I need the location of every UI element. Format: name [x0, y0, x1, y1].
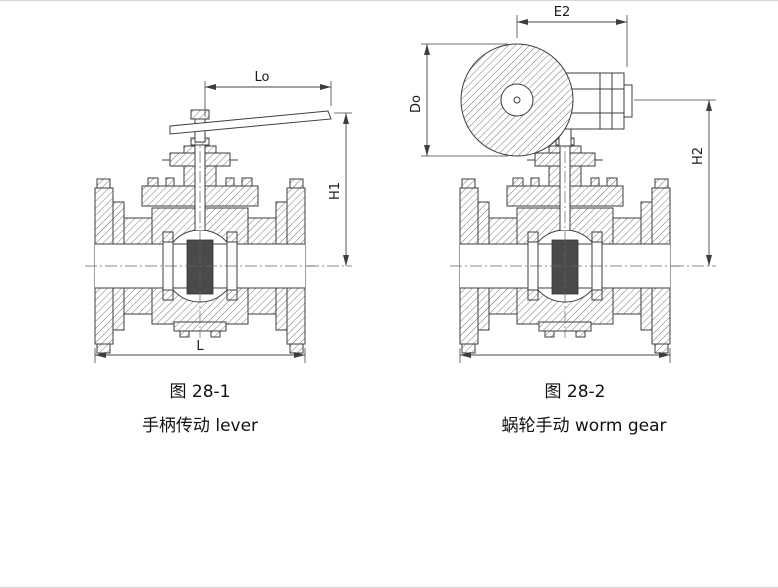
figure-1-number: 图 28-1	[170, 382, 231, 402]
valve-body	[449, 130, 681, 354]
figure-2-number: 图 28-2	[545, 382, 606, 402]
dimension-h2: H2	[634, 99, 716, 267]
handwheel	[460, 43, 574, 157]
figure-1-caption: 手柄传动 lever	[142, 416, 258, 436]
dim-label-l: L	[196, 339, 204, 354]
dimension-h1: H1	[307, 112, 352, 267]
valve-body	[84, 130, 316, 354]
figure-2-worm-gear-valve: E2 Do H2 图 28-2 蜗轮手动 worm gear	[409, 5, 716, 436]
dim-label-h2: H2	[691, 147, 706, 165]
valve-2-assembly	[449, 43, 681, 354]
figure-2-caption: 蜗轮手动 worm gear	[501, 416, 666, 436]
valve-1-assembly	[84, 109, 332, 354]
dimension-bottom-length	[459, 348, 671, 363]
lever-handle	[169, 110, 332, 135]
figure-1-lever-valve: Lo H1 L 图 28-1 手柄传动 lever	[84, 70, 352, 436]
dim-label-lo: Lo	[255, 70, 270, 85]
dimension-do: Do	[409, 43, 508, 157]
handwheel-hub	[500, 83, 534, 117]
dimension-e2: E2	[516, 5, 628, 67]
dim-label-do: Do	[409, 95, 424, 113]
dimension-l: L	[94, 339, 306, 363]
dim-label-h1: H1	[328, 182, 343, 200]
stem-nut	[190, 109, 210, 120]
dim-label-e2: E2	[554, 5, 571, 20]
dimension-lo: Lo	[204, 70, 332, 117]
